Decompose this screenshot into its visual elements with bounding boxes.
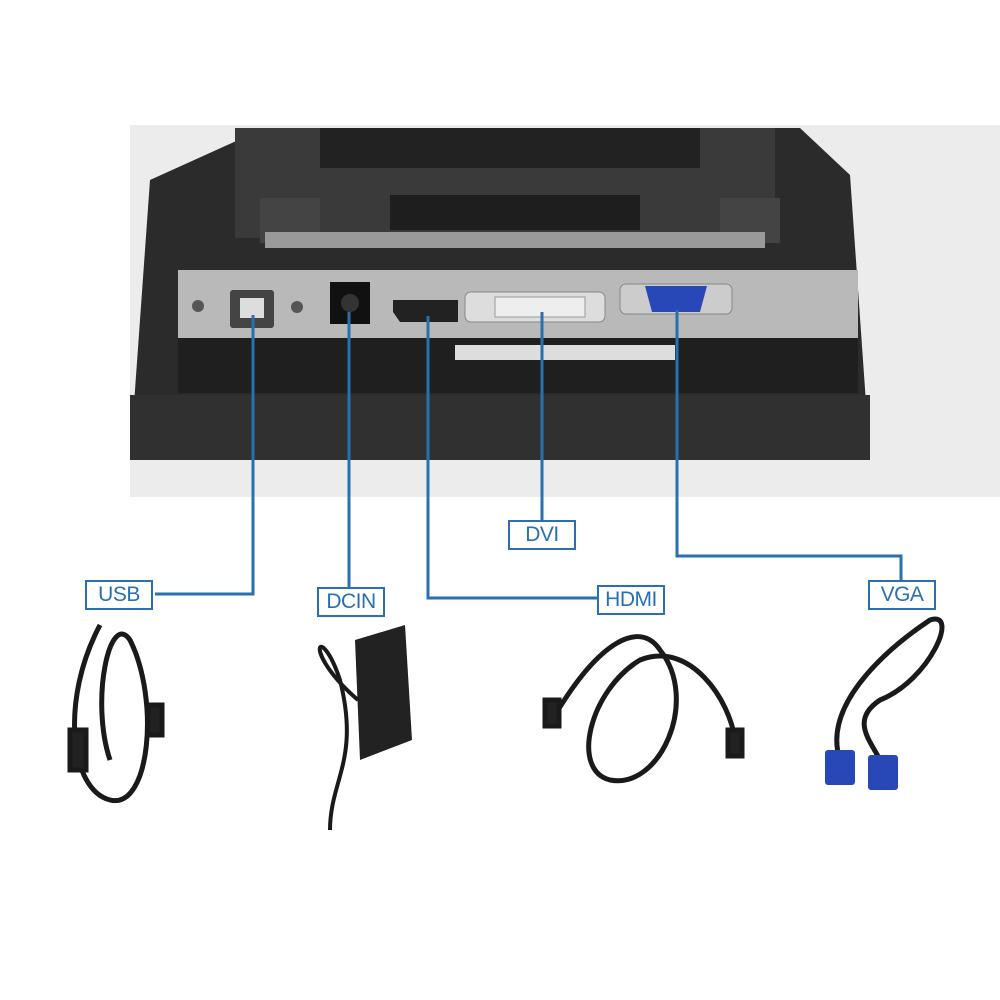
hdmi-port: [393, 300, 458, 322]
usb-cable-icon: [67, 623, 165, 803]
hdmi-label: HDMI: [597, 585, 665, 615]
dcin-label: DCIN: [317, 587, 385, 617]
vga-port: [645, 286, 707, 312]
screw-icon: [192, 300, 204, 312]
usb-label: USB: [85, 580, 153, 610]
power-adapter-icon: [317, 625, 412, 831]
callout-lines: [155, 310, 903, 600]
vga-cable-icon: [825, 616, 945, 790]
hdmi-cable-icon: [542, 634, 745, 784]
vga-label: VGA: [868, 580, 936, 610]
dvi-label: DVI: [508, 520, 576, 550]
